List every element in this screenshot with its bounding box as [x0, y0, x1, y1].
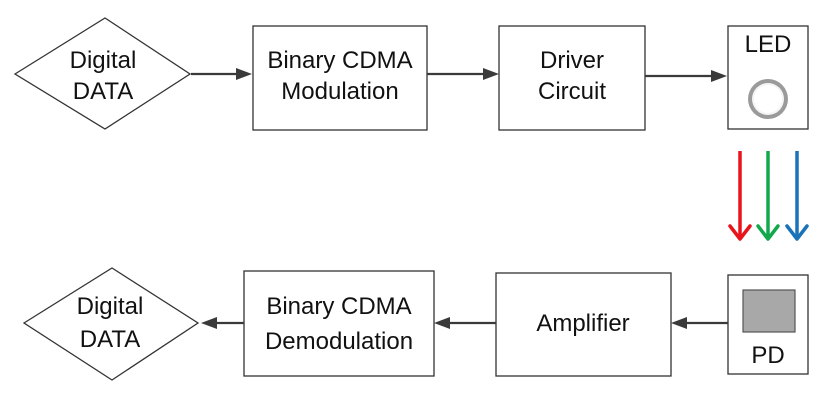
driver-label-2: Circuit [538, 78, 606, 105]
photodiode-icon [742, 289, 796, 333]
connector-data-to-modulation [191, 68, 252, 80]
connector-modulation-to-driver [427, 68, 499, 80]
optical-link-arrows [728, 151, 809, 241]
rx-digital-data-label-1: Digital [77, 293, 144, 320]
led-ring-icon [748, 79, 788, 119]
amplifier-label: Amplifier [536, 310, 629, 337]
modulation-label-1: Binary CDMA [267, 47, 412, 74]
amplifier-block: Amplifier [495, 272, 672, 377]
demodulation-label-2: Demodulation [265, 328, 413, 355]
rx-digital-data-label-2: DATA [80, 326, 140, 353]
tx-digital-data-label-2: DATA [73, 78, 133, 105]
driver-label-1: Driver [540, 47, 604, 74]
tx-digital-data-label-1: Digital [70, 47, 137, 74]
driver-circuit-block: Driver Circuit [498, 25, 646, 131]
red-light-arrow [728, 151, 752, 241]
demodulation-block: Binary CDMA Demodulation [243, 270, 435, 377]
blue-light-arrow [785, 151, 809, 241]
modulation-label-2: Modulation [281, 78, 398, 105]
connector-amplifier-to-demodulation [434, 317, 496, 329]
connector-pd-to-amplifier [671, 317, 728, 329]
pd-block: PD [727, 274, 809, 375]
rx-digital-data-node: Digital DATA [22, 267, 200, 381]
connector-driver-to-led [645, 70, 727, 82]
led-block: LED [727, 25, 809, 130]
tx-digital-data-node: Digital DATA [13, 17, 192, 130]
pd-label: PD [751, 342, 784, 369]
connector-demodulation-to-data [201, 317, 244, 329]
led-label: LED [745, 31, 792, 58]
demodulation-label-1: Binary CDMA [266, 293, 411, 320]
green-light-arrow [756, 151, 780, 241]
modulation-block: Binary CDMA Modulation [252, 25, 428, 131]
